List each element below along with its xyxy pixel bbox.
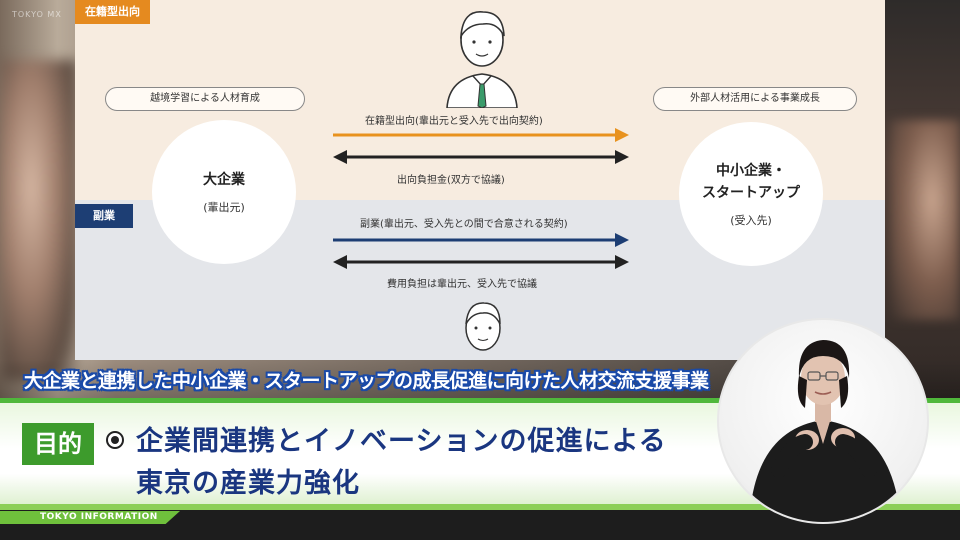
side-job-tag: 副業 bbox=[75, 204, 133, 228]
sme-startup-circle: 中小企業・ スタートアップ (受入先) bbox=[679, 122, 823, 266]
side-job-cost-label: 費用負担は輩出元、受入先で協議 bbox=[387, 279, 537, 290]
person-top-icon bbox=[446, 11, 518, 108]
purpose-line-1: 企業間連携とイノベーションの促進による bbox=[136, 426, 667, 457]
side-job-arrow-label: 副業(輩出元、受入先との間で合意される契約) bbox=[360, 219, 568, 230]
sme-label-line2: スタートアップ bbox=[702, 185, 800, 201]
side-job-arrow bbox=[333, 233, 629, 247]
info-slide: 在籍型出向 副業 越境学習による人材育成 外部人材活用による事業成長 大企業 (… bbox=[75, 0, 885, 360]
business-growth-pill: 外部人材活用による事業成長 bbox=[653, 87, 857, 111]
secondment-tag: 在籍型出向 bbox=[75, 0, 150, 24]
sign-language-interpreter bbox=[717, 318, 929, 524]
arrows-diagram bbox=[333, 128, 629, 269]
purpose-tag: 目的 bbox=[22, 423, 94, 465]
secondment-cost-arrow bbox=[333, 150, 629, 164]
blurred-presenter-right bbox=[890, 120, 960, 320]
secondment-cost-label: 出向負担金(双方で協議) bbox=[397, 175, 505, 186]
purpose-text: 企業間連携とイノベーションの促進による 東京の産業力強化 bbox=[136, 421, 667, 505]
large-company-circle: 大企業 (輩出元) bbox=[152, 120, 296, 264]
secondment-arrow bbox=[333, 128, 629, 142]
sme-role: (受入先) bbox=[730, 214, 772, 228]
large-company-label: 大企業 bbox=[203, 171, 245, 188]
program-subtitle: 大企業と連携した中小企業・スタートアップの成長促進に向けた人材交流支援事業 bbox=[24, 370, 709, 392]
bullet-icon bbox=[106, 431, 124, 449]
purpose-line-2: 東京の産業力強化 bbox=[136, 468, 360, 499]
side-job-cost-arrow bbox=[333, 255, 629, 269]
ticker-bar bbox=[0, 511, 180, 524]
interpreter-figure-icon bbox=[749, 340, 901, 522]
ticker-label: TOKYO INFORMATION bbox=[40, 512, 158, 522]
person-bottom-icon bbox=[465, 302, 501, 351]
sme-label-line1: 中小企業・ bbox=[716, 162, 786, 179]
blurred-presenter-left bbox=[0, 60, 78, 380]
talent-development-pill: 越境学習による人材育成 bbox=[105, 87, 305, 111]
secondment-arrow-label: 在籍型出向(輩出元と受入先で出向契約) bbox=[365, 116, 543, 127]
large-company-role: (輩出元) bbox=[203, 201, 245, 215]
channel-watermark: TOKYO MX bbox=[12, 10, 62, 19]
